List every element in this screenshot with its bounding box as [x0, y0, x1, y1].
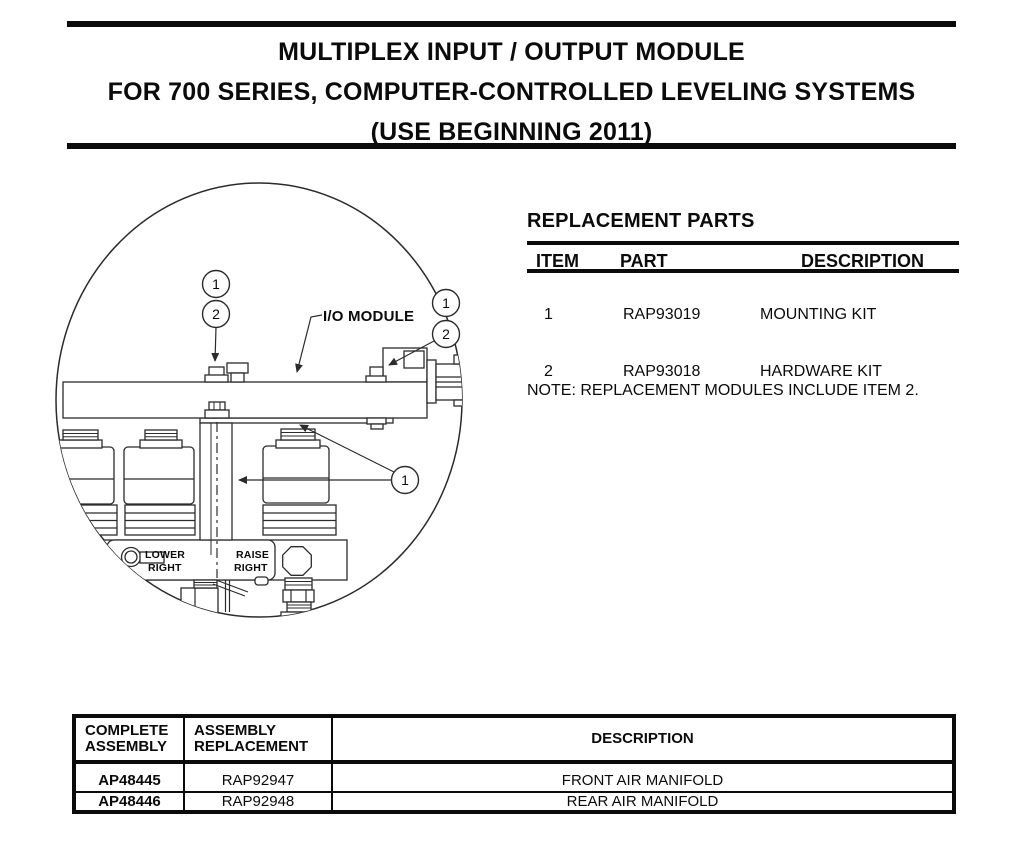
leader-io-module [295, 314, 323, 373]
header-line: ASSEMBLY [194, 722, 276, 739]
assembly-header-complete: COMPLETE ASSEMBLY [73, 715, 185, 764]
mounting-bolt-left-pair [204, 362, 249, 383]
parts-header-part: PART [620, 251, 668, 271]
solenoid-valve-right [262, 428, 337, 536]
assembly-cell-replacement: RAP92947 [183, 761, 333, 793]
fitting-hex-nut [282, 589, 315, 603]
leader-lower-balloon-diagonal [299, 424, 395, 473]
parts-row-part: RAP93018 [623, 363, 701, 380]
leader-right-balloon-2 [388, 340, 435, 366]
manifold-hex-plug [282, 546, 312, 576]
callout-balloon-left-2 [201, 299, 231, 329]
callout-number-lower-1: 1 [401, 472, 409, 488]
mounting-bracket-channel [199, 417, 394, 555]
parts-note: NOTE: REPLACEMENT MODULES INCLUDE ITEM 2… [527, 382, 919, 399]
page-title-line-2: FOR 700 SERIES, COMPUTER-CONTROLLED LEVE… [107, 78, 916, 106]
parts-table-rule-top [527, 241, 959, 245]
assembly-header-description: DESCRIPTION [331, 715, 955, 764]
parts-row-description: HARDWARE KIT [760, 363, 883, 380]
nut-under-module [366, 417, 387, 430]
assembly-table: COMPLETE ASSEMBLY ASSEMBLY REPLACEMENT D… [72, 714, 956, 814]
manifold-label-lower-2: RIGHT [148, 562, 182, 574]
parts-row-item: 1 [544, 306, 553, 323]
assembly-cell-complete: AP48445 [73, 761, 185, 793]
callout-balloon-left-1 [201, 269, 231, 299]
table-row: AP48445 RAP92947 FRONT AIR MANIFOLD [73, 761, 955, 793]
header-bottom-rule [67, 143, 956, 149]
header-line: REPLACEMENT [194, 738, 309, 755]
page-title-line-3: (USE BEGINNING 2011) [370, 118, 653, 146]
callout-balloon-right-1 [431, 288, 461, 318]
parts-row-description: MOUNTING KIT [760, 306, 877, 323]
leader-left-balloon-2 [211, 327, 220, 362]
callout-number-left-2: 2 [212, 306, 220, 322]
io-module-body [62, 381, 428, 419]
parts-row-item: 2 [544, 363, 553, 380]
parts-row-part: RAP93019 [623, 306, 701, 323]
assembly-cell-replacement: RAP92948 [183, 791, 333, 813]
air-manifold-block [94, 539, 348, 586]
replacement-parts-title: REPLACEMENT PARTS [527, 210, 755, 232]
mounting-plate [199, 417, 394, 424]
solenoid-valve-middle [123, 429, 196, 536]
assembly-table-header-row: COMPLETE ASSEMBLY ASSEMBLY REPLACEMENT D… [73, 715, 955, 764]
assembly-cell-complete: AP48446 [73, 791, 185, 813]
io-module-bar [62, 347, 462, 419]
bracket-bolt [204, 401, 230, 419]
replacement-parts-section: REPLACEMENT PARTS ITEM PART DESCRIPTION … [527, 205, 959, 405]
parts-header-item: ITEM [536, 251, 579, 271]
callout-balloon-lower-1 [390, 465, 420, 495]
page-title-line-1: MULTIPLEX INPUT / OUTPUT MODULE [278, 38, 745, 66]
parts-header-description: DESCRIPTION [801, 251, 925, 271]
io-module-label: I/O MODULE [323, 308, 414, 325]
assembly-cell-description: REAR AIR MANIFOLD [331, 791, 955, 813]
detail-circle-drawing: LOWER RIGHT RAISE RIGHT 1 2 1 2 1 I/O MO… [55, 182, 463, 618]
manifold-label-lower-1: LOWER [145, 549, 185, 561]
assembly-cell-description: FRONT AIR MANIFOLD [331, 761, 955, 793]
page-title: MULTIPLEX INPUT / OUTPUT MODULE FOR 700 … [67, 32, 956, 152]
callout-number-right-1: 1 [442, 295, 450, 311]
parts-table-rule-bottom [527, 269, 959, 273]
header-line: COMPLETE [85, 722, 169, 739]
callout-number-right-2: 2 [442, 326, 450, 342]
lower-right-fitting [280, 577, 319, 617]
table-row: AP48446 RAP92948 REAR AIR MANIFOLD [73, 791, 955, 813]
manifold-label-raise-1: RAISE [236, 549, 269, 561]
mounting-bolt-right [365, 366, 387, 383]
header-top-rule [67, 21, 956, 27]
callout-balloon-right-2 [431, 319, 461, 349]
callout-number-left-1: 1 [212, 276, 220, 292]
header-line: ASSEMBLY [85, 738, 167, 755]
assembly-header-replacement: ASSEMBLY REPLACEMENT [183, 715, 333, 764]
manifold-label-raise-2: RIGHT [234, 562, 268, 574]
